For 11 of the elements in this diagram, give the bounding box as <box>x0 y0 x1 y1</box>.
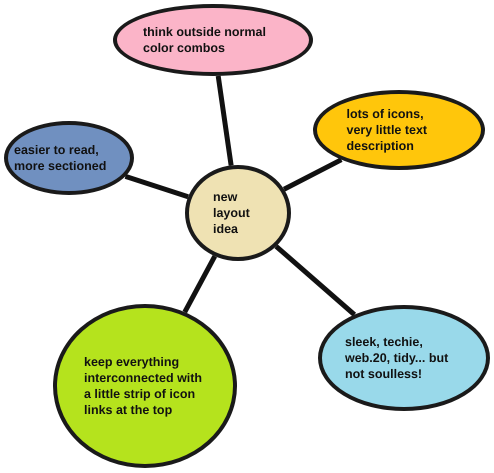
node-text: sleek, techie, web.20, tidy... but not soulless! <box>345 334 450 382</box>
node-text: easier to read, more sectioned <box>14 142 108 174</box>
node-text: new layout idea <box>213 189 251 237</box>
node-text: keep everything interconnected with a little strip of icon links at the top <box>84 354 204 418</box>
connector-line <box>282 157 343 192</box>
connector-line <box>274 244 356 317</box>
node-text: lots of icons, very little text description <box>346 106 428 154</box>
connector-line <box>182 254 217 314</box>
connector-line <box>216 76 234 166</box>
connector-line <box>124 174 189 200</box>
node-text: think outside normal color combos <box>143 24 267 56</box>
